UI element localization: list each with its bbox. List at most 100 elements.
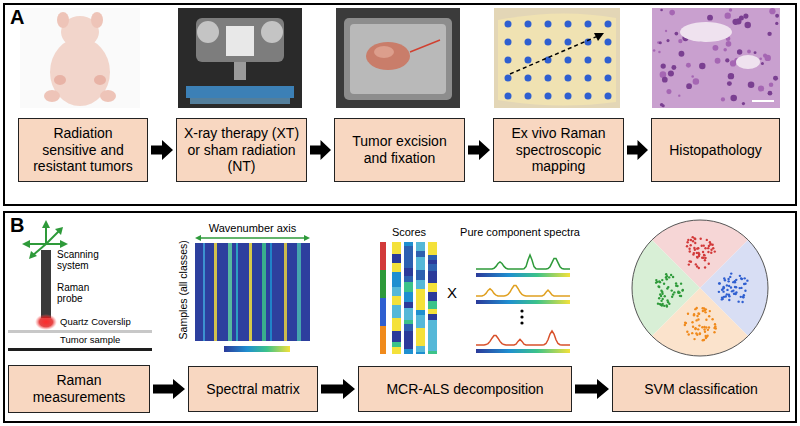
box-label: Tumor excision and fixation xyxy=(335,129,464,171)
scatter-point xyxy=(703,328,705,330)
process-box: Tumor excision and fixation xyxy=(334,118,465,182)
mouse-photo-part xyxy=(54,75,66,85)
pure-spectra-figure-part xyxy=(520,309,523,312)
scatter-point xyxy=(722,286,724,288)
scatter-point xyxy=(688,248,690,250)
heatmap-stripe xyxy=(284,243,287,341)
cell-nucleus xyxy=(721,97,725,101)
measurement-dot xyxy=(605,39,612,46)
histology-texture xyxy=(653,8,779,107)
cell-nucleus xyxy=(660,9,663,12)
score-segment xyxy=(416,280,425,289)
scatter-point xyxy=(705,308,707,310)
scatter-point xyxy=(694,327,696,329)
score-segment xyxy=(416,346,425,352)
spectral-matrix-figure-part xyxy=(304,235,310,241)
scatter-point xyxy=(701,307,703,309)
heatmap-stripe xyxy=(214,243,217,341)
scatter-point xyxy=(732,281,734,283)
scores-figure-part xyxy=(380,326,386,354)
measurement-dot xyxy=(505,75,512,82)
cell-nucleus xyxy=(665,30,667,32)
cell-nucleus xyxy=(775,22,778,25)
cell-nucleus xyxy=(742,102,745,105)
axis-label: Samples (all classes) xyxy=(178,236,190,344)
scatter-point xyxy=(673,291,675,293)
cell-nucleus xyxy=(743,14,748,19)
cell-nucleus xyxy=(730,60,736,66)
measurement-dot xyxy=(525,57,532,64)
score-segment xyxy=(404,324,413,331)
process-box: MCR-ALS decomposition xyxy=(358,366,572,412)
spectral-matrix-figure-part xyxy=(195,235,201,241)
scatter-point xyxy=(676,285,678,287)
cell-nucleus xyxy=(691,75,694,78)
cell-nucleus xyxy=(723,48,726,51)
cell-nucleus xyxy=(754,51,757,54)
scatter-point xyxy=(718,282,720,284)
scatter-point xyxy=(699,333,701,335)
cell-nucleus xyxy=(658,51,661,54)
svm-scatter-figure xyxy=(630,218,770,358)
heatmap-stripe xyxy=(228,243,232,341)
scatter-point xyxy=(690,239,692,241)
xray-machine-photo-part xyxy=(261,21,283,43)
scatter-point xyxy=(714,323,716,325)
scatter-point xyxy=(661,293,663,295)
scatter-point xyxy=(726,293,728,295)
scatter-point xyxy=(660,289,662,291)
cell-nucleus xyxy=(660,103,664,107)
scatter-point xyxy=(688,333,690,335)
score-segment xyxy=(428,351,437,354)
scatter-point xyxy=(690,244,692,246)
scatter-point xyxy=(713,331,715,333)
scatter-point xyxy=(741,301,743,303)
measurement-dot xyxy=(565,39,572,46)
scatter-point xyxy=(695,263,697,265)
heatmap-stripe xyxy=(262,243,266,341)
box-label: MCR-ALS decomposition xyxy=(380,377,549,402)
cell-nucleus xyxy=(712,45,718,51)
score-segment xyxy=(416,251,425,257)
scatter-point xyxy=(702,257,704,259)
cell-nucleus xyxy=(675,32,679,36)
raman-probe-figure-part xyxy=(41,250,51,318)
scatter-point xyxy=(727,280,729,282)
scatter-point xyxy=(687,239,689,241)
cell-nucleus xyxy=(679,51,685,57)
heatmap-stripe xyxy=(236,243,238,341)
cell-nucleus xyxy=(765,55,771,61)
measurement-dot xyxy=(505,21,512,28)
xray-machine-photo-part xyxy=(186,86,294,98)
cell-nucleus xyxy=(769,83,774,88)
measurement-dot xyxy=(545,75,552,82)
measurement-dot xyxy=(505,57,512,64)
measurement-dot xyxy=(545,21,552,28)
score-segment xyxy=(404,268,413,276)
scatter-point xyxy=(732,289,734,291)
figure-label: Pure component spectra xyxy=(458,226,582,238)
measurement-dot xyxy=(545,93,552,100)
measurement-dot xyxy=(565,57,572,64)
figure-label: Raman probe xyxy=(57,282,101,304)
scatter-point xyxy=(682,289,684,291)
score-segment xyxy=(404,302,413,308)
cell-nucleus xyxy=(739,15,744,20)
score-segment xyxy=(392,242,401,254)
score-segment xyxy=(392,331,401,342)
cell-nucleus xyxy=(726,41,732,47)
raman-probe-figure-part xyxy=(8,348,152,351)
scatter-point xyxy=(730,272,732,274)
cell-nucleus xyxy=(747,50,751,54)
tumor-tray-photo-part xyxy=(410,40,440,52)
scatter-point xyxy=(709,241,711,243)
scatter-point xyxy=(722,287,724,289)
measurement-dot xyxy=(585,21,592,28)
scatter-point xyxy=(663,305,665,307)
scatter-point xyxy=(707,329,709,331)
score-segment xyxy=(416,257,425,270)
scatter-point xyxy=(656,281,658,283)
measurement-dot xyxy=(525,75,532,82)
